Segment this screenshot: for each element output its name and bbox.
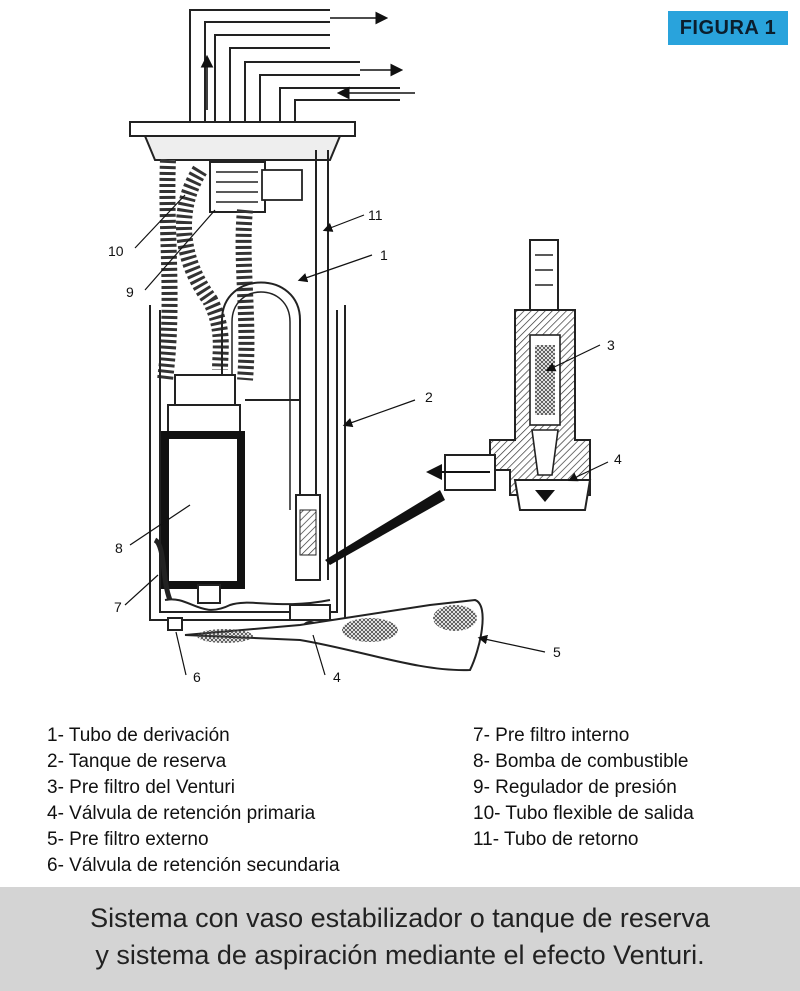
fuel-pump-diagram: 1 2 3 4 5 6 7 8 9 10 11 4: [108, 9, 622, 685]
legend-item: 11- Tubo de retorno: [473, 829, 639, 850]
legend-item: 1- Tubo de derivación: [47, 725, 230, 746]
legend-right: 7- Pre filtro interno 8- Bomba de combus…: [473, 723, 694, 853]
fuel-pump: [161, 374, 245, 604]
top-pipes: [189, 9, 400, 130]
callout-3: 3: [607, 337, 615, 353]
legend-item: 7- Pre filtro interno: [473, 725, 630, 746]
reserve-tank: [149, 305, 346, 621]
callout-2: 2: [425, 389, 433, 405]
bypass-tube: [221, 281, 301, 510]
venturi-column: [295, 494, 321, 581]
venturi-detail: [325, 239, 592, 565]
callout-11: 11: [368, 207, 383, 223]
leader-lines: [124, 194, 609, 676]
caption-line-1: Sistema con vaso estabilizador o tanque …: [90, 903, 710, 933]
callout-6: 6: [193, 669, 201, 685]
mounting-flange: [129, 121, 356, 161]
flexible-hose: [157, 159, 255, 381]
callout-4-base: 4: [333, 669, 341, 685]
legend-left: 1- Tubo de derivación 2- Tanque de reser…: [47, 723, 340, 879]
callout-4-detail: 4: [614, 451, 622, 467]
callout-7: 7: [114, 599, 122, 615]
legend-item: 10- Tubo flexible de salida: [473, 803, 694, 824]
callout-10: 10: [108, 243, 124, 259]
legend-item: 6- Válvula de retención secundaria: [47, 855, 340, 876]
callout-1: 1: [380, 247, 388, 263]
callout-8: 8: [115, 540, 123, 556]
caption-line-2: y sistema de aspiración mediante el efec…: [95, 940, 705, 970]
legend-item: 2- Tanque de reserva: [47, 751, 227, 772]
figure-label: FIGURA 1: [668, 11, 788, 45]
callout-9: 9: [126, 284, 134, 300]
legend-item: 4- Válvula de retención primaria: [47, 803, 316, 824]
legend-item: 3- Pre filtro del Venturi: [47, 777, 235, 798]
internal-prefilter: [153, 537, 173, 601]
external-prefilter: [184, 598, 484, 672]
return-tube: [315, 150, 329, 580]
legend-item: 9- Regulador de presión: [473, 777, 677, 798]
legend-item: 5- Pre filtro externo: [47, 829, 209, 850]
pressure-regulator: [209, 161, 303, 213]
callout-5: 5: [553, 644, 561, 660]
caption-band: [0, 887, 800, 991]
legend-item: 8- Bomba de combustible: [473, 751, 689, 772]
